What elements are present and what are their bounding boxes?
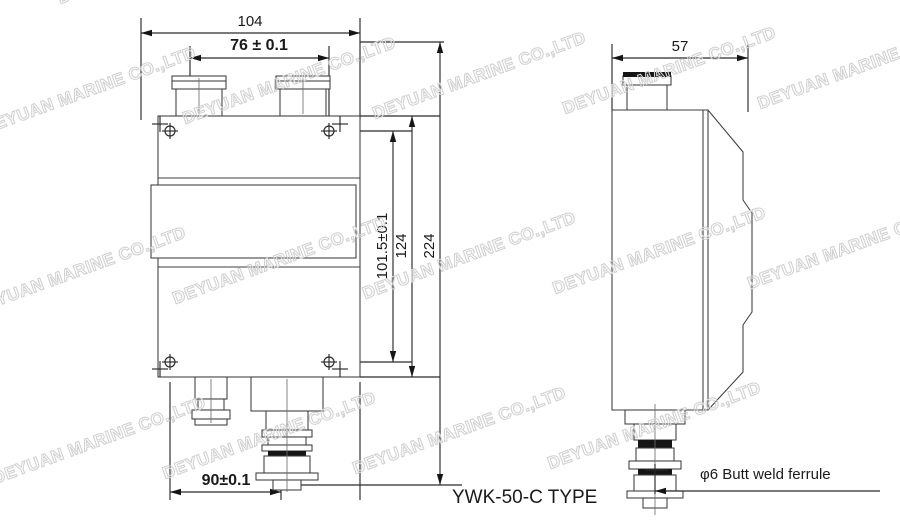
display-window [150,184,357,259]
dim-bottom-width-label: 90±0.1 [202,472,251,489]
dim-mounting-height-label: 124 [393,233,410,258]
mounting-hole-bottom-left [152,354,178,377]
mounting-hole-top-right [321,116,348,139]
dimension-overall-width: 104 [141,13,360,37]
bottom-fitting-left [191,376,231,426]
mounting-hole-top-left [152,116,178,139]
side-extension-lines [611,44,749,112]
front-body-outline [150,115,361,378]
dimension-mounting-width: 76 ± 0.1 [190,37,329,62]
side-body-outline [611,109,753,411]
dim-mounting-width-label: 76 ± 0.1 [230,37,288,54]
top-cable-gland-right [275,75,331,117]
dim-overall-height-label: 224 [421,233,438,258]
front-view: 104 76 ± 0.1 90±0.1 [140,13,462,500]
weld-ferrule-note: φ6 Butt weld ferrule [700,466,831,483]
dim-window-height-label: 101.5±0.1 [374,213,391,280]
dimension-depth: 57 [612,38,748,62]
side-view: 57 [611,38,880,515]
top-cable-gland-left [171,75,227,117]
weld-ferrule-leader [645,464,880,495]
side-cable-gland [622,72,672,111]
dim-overall-width-label: 104 [237,13,262,30]
side-bottom-fitting [624,404,686,515]
dim-depth-label: 57 [672,38,689,55]
dimension-overall-height: 224 [421,42,444,485]
dimension-bottom-width: 90±0.1 [170,472,281,496]
dimension-mounting-height: 124 [393,116,416,377]
mounting-hole-bottom-right [321,354,348,377]
dimension-window-height: 101.5±0.1 [374,131,397,362]
drawing-title: YWK-50-C TYPE [452,487,597,508]
bottom-fitting-right [250,376,324,492]
